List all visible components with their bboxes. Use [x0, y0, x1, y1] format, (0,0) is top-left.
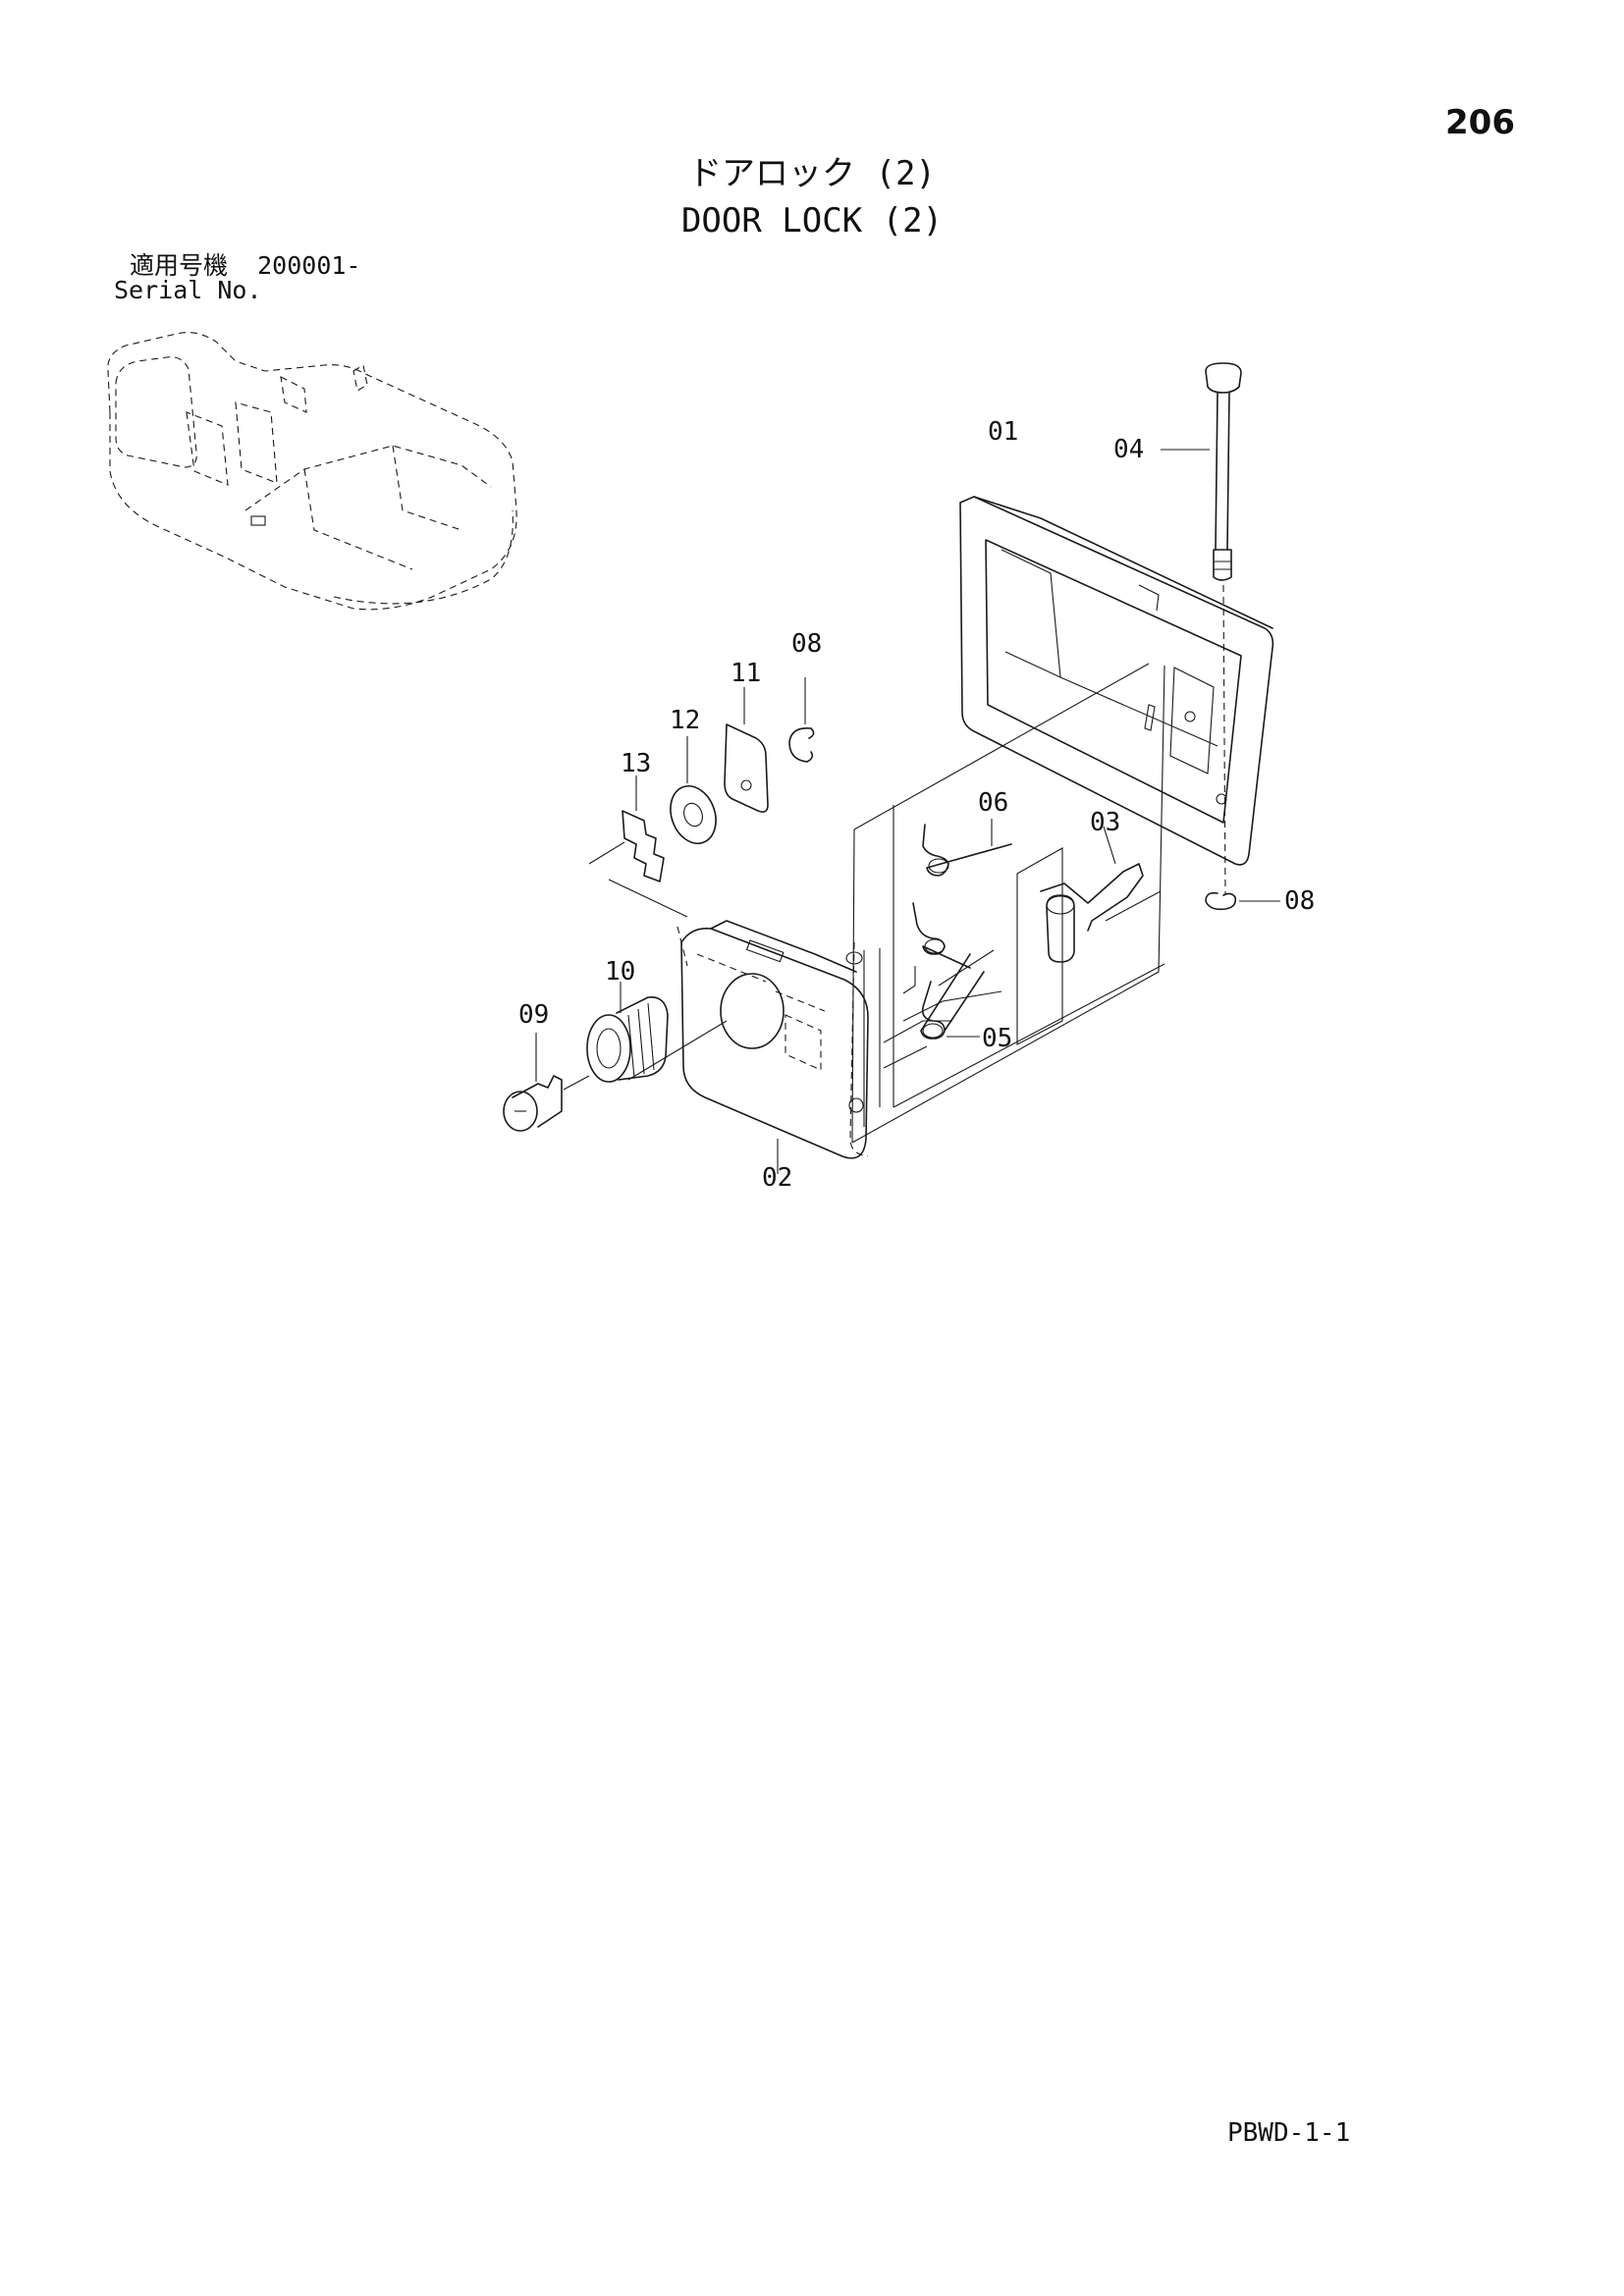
callout-10: 10 [605, 957, 635, 987]
page-title-japanese: ドアロック (2) [688, 154, 936, 193]
part-05-spring [920, 953, 985, 1040]
page-number: 206 [1445, 103, 1515, 142]
callout-08-bottom: 08 [1284, 886, 1315, 916]
serial-line-japanese: 適用号機 200001- [130, 253, 360, 278]
part-12-washer [670, 736, 717, 844]
part-04-pin [1161, 362, 1242, 896]
callout-11: 11 [731, 659, 761, 688]
callout-06: 06 [978, 788, 1008, 818]
serial-value: 200001- [257, 251, 361, 280]
callout-04: 04 [1113, 435, 1144, 464]
serial-label-japanese: 適用号機 [130, 251, 229, 280]
part-10-bushing [586, 982, 728, 1083]
part-13-spring-clip [588, 775, 688, 918]
callout-01: 01 [988, 417, 1018, 447]
callout-02: 02 [762, 1163, 792, 1193]
page-title-english: DOOR LOCK (2) [680, 201, 944, 240]
callout-08-top: 08 [791, 629, 822, 659]
excavator-overview-illustration [107, 332, 517, 611]
part-01-handle-frame [959, 496, 1274, 866]
part-02-lock-case [677, 920, 869, 1174]
callout-09: 09 [518, 1000, 549, 1030]
footer-code: PBWD-1-1 [1227, 2118, 1351, 2148]
callout-05: 05 [982, 1024, 1012, 1053]
callout-13: 13 [621, 749, 651, 778]
part-03-lever [1040, 826, 1144, 963]
part-06-springs [912, 819, 1012, 969]
callout-03: 03 [1090, 808, 1120, 837]
part-09-key-cylinder [503, 1033, 590, 1132]
assembly-guide-lines [849, 663, 1165, 1157]
part-11-plate [724, 687, 769, 813]
serial-label-english: Serial No. [114, 276, 262, 304]
callout-12: 12 [670, 706, 700, 735]
part-08-clips [788, 677, 1280, 911]
